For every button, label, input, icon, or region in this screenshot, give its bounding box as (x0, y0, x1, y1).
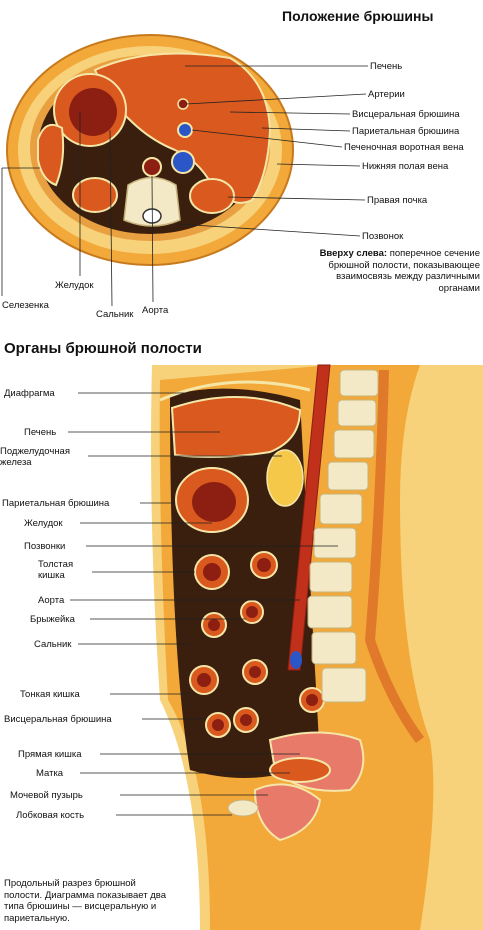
label-pubic-bone: Лобковая кость (16, 810, 85, 821)
label-visceral-peritoneum: Висцеральная брюшина (352, 109, 460, 120)
label-right-kidney: Правая почка (367, 195, 428, 206)
label-liver: Печень (370, 61, 403, 72)
left-kidney (72, 177, 118, 213)
label-uterus: Матка (36, 768, 64, 779)
stomach-lumen (69, 88, 117, 136)
sagittal-vena-cava (290, 651, 302, 669)
label-sag-liver: Печень (24, 427, 57, 438)
label-sag-stomach: Желудок (24, 518, 63, 529)
label-vertebra: Позвонок (362, 231, 404, 242)
label-pancreas: Поджелудочная железа (0, 446, 70, 468)
label-colon: Толстая кишка (38, 559, 74, 581)
top-caption: Вверху слева: поперечное сечение брюшной… (300, 248, 480, 294)
label-parietal-peritoneum: Париетальная брюшина (352, 126, 460, 137)
label-sag-aorta: Аорта (38, 595, 65, 606)
label-sag-omentum: Сальник (34, 639, 72, 650)
cross-section-diagram (1, 34, 368, 307)
vena-cava-vessel (171, 150, 195, 174)
top-caption-bold: Вверху слева: (319, 248, 388, 259)
label-small-intestine: Тонкая кишка (20, 689, 80, 700)
label-vena-cava: Нижняя полая вена (362, 161, 449, 172)
spine-vertebrae (307, 369, 379, 703)
label-stomach: Желудок (55, 280, 94, 291)
sagittal-aorta (287, 364, 331, 671)
sagittal-leader-lines (68, 392, 338, 816)
right-kidney (189, 178, 235, 214)
uterus-organ (269, 757, 331, 783)
sagittal-stomach-lumen (192, 482, 236, 522)
label-rectum: Прямая кишка (18, 749, 82, 760)
intestine-lumens (197, 558, 318, 731)
label-vertebrae: Позвонки (24, 541, 66, 552)
portal-vein-vessel (177, 122, 193, 138)
label-diaphragm: Диафрагма (4, 388, 55, 399)
label-sag-visceral: Висцеральная брюшина (4, 714, 112, 725)
sagittal-pancreas (266, 449, 304, 507)
spleen-organ (37, 124, 65, 187)
label-mesentery: Брыжейка (30, 614, 75, 625)
diaphragm-curve (159, 380, 311, 402)
label-portal-vein: Печеночная воротная вена (344, 142, 464, 153)
spinal-cord (364, 369, 425, 743)
label-spleen: Селезенка (2, 300, 49, 311)
sagittal-section-diagram (68, 364, 483, 930)
cross-section-leader-lines (1, 65, 368, 307)
label-aorta: Аорта (142, 305, 169, 316)
pubic-bone (227, 799, 259, 817)
aorta-vessel (142, 157, 162, 177)
label-omentum: Сальник (96, 309, 134, 320)
bottom-caption: Продольный разрез брюшной полости. Диагр… (4, 878, 166, 924)
label-arteries: Артерии (368, 89, 405, 100)
label-bladder: Мочевой пузырь (10, 790, 83, 801)
top-caption-text: поперечное сечение брюшной полости, пока… (328, 248, 480, 294)
top-title: Положение брюшины (282, 8, 434, 24)
label-sag-parietal: Париетальная брюшина (2, 498, 110, 509)
sagittal-liver (170, 396, 302, 458)
bottom-title: Органы брюшной полости (4, 340, 202, 357)
bladder-organ (253, 783, 322, 842)
